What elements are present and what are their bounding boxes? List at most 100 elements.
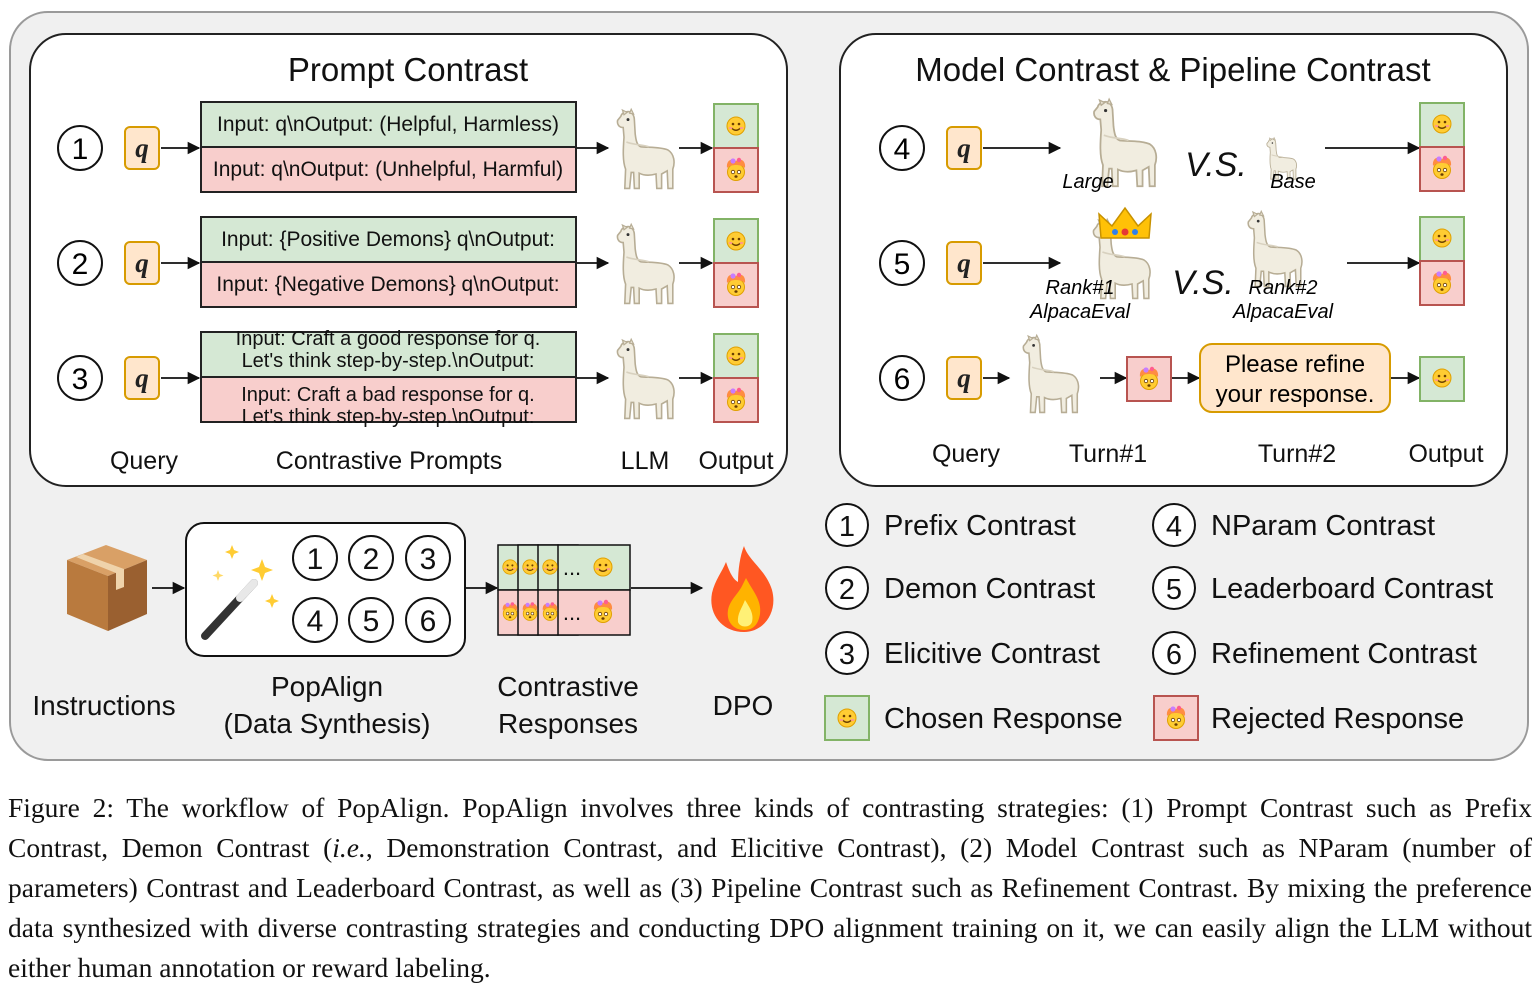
number-badge-5: [879, 240, 925, 286]
fire-icon: [711, 546, 774, 632]
svg-text:Large: Large: [1062, 171, 1113, 193]
responses-label: Responses: [498, 708, 638, 739]
smiling-face-icon: [1432, 114, 1452, 134]
row-number: 3: [72, 363, 89, 396]
llm-label: LLM: [621, 447, 670, 475]
magic-wand-icon: [201, 545, 279, 640]
query-symbol: q: [135, 248, 149, 278]
negative-prompt-text: Input: q\nOutput: (Unhelpful, Harmful): [213, 158, 563, 181]
smiling-face-icon: [1432, 368, 1452, 388]
prompt-contrast-title: Prompt Contrast: [288, 51, 528, 88]
contrastive-prompts-label: Contrastive Prompts: [276, 447, 502, 475]
legend-demon-contrast: Demon Contrast: [884, 573, 1095, 605]
legend-chosen-response: Chosen Response: [884, 703, 1123, 735]
number-badge-4: [879, 125, 925, 171]
caption-tail: , Demonstration Contrast, and Elicitive …: [8, 832, 1532, 983]
output-label: Output: [1408, 440, 1483, 468]
svg-text:Rank#2: Rank#2: [1249, 277, 1318, 299]
turn1-label: Turn#1: [1069, 440, 1147, 468]
svg-text:5: 5: [894, 248, 911, 281]
query-box: [946, 126, 982, 170]
caption-lead: Figure 2: The workflow of PopAlign. PopA…: [8, 792, 1532, 863]
positive-prompt-text: Input: Craft a good response for q.: [236, 328, 541, 350]
legend-leaderboard-contrast: Leaderboard Contrast: [1211, 573, 1493, 605]
svg-text:q: q: [957, 363, 971, 393]
legend-refinement-contrast: Refinement Contrast: [1211, 638, 1477, 670]
svg-text:5: 5: [363, 605, 380, 638]
prompt-contrast-labels: Query Contrastive Prompts LLM Output: [110, 447, 774, 475]
caption-ie: i.e.: [332, 832, 366, 863]
svg-text:2: 2: [363, 543, 380, 576]
negative-prompt-box: [200, 146, 577, 193]
number-badge-2: [57, 240, 103, 286]
negative-prompt-text: Input: Craft a bad response for q.: [241, 384, 535, 406]
contrastive-label: Contrastive: [497, 671, 639, 702]
svg-text:4: 4: [307, 605, 324, 638]
output-label: Output: [698, 447, 773, 475]
query-symbol: q: [135, 133, 149, 163]
svg-text:Base: Base: [1270, 171, 1316, 193]
svg-text:3: 3: [420, 543, 437, 576]
svg-text:5: 5: [1166, 574, 1182, 606]
vs-label: V.S.: [1185, 146, 1247, 184]
legend-elicitive-contrast: Elicitive Contrast: [884, 638, 1100, 670]
smiling-face-icon: [1432, 228, 1452, 248]
refine-prompt-box: [1199, 343, 1391, 413]
svg-text:Please refine: Please refine: [1225, 351, 1365, 378]
negative-prompt-text: Let's think step-by-step.\nOutput:: [242, 406, 535, 428]
legend-nparam-contrast: NParam Contrast: [1211, 510, 1435, 542]
smiling-face-icon: [593, 557, 613, 577]
svg-text:...: ...: [563, 600, 581, 625]
query-box: [946, 241, 982, 285]
negative-prompt-box: [200, 376, 577, 423]
svg-text:q: q: [957, 248, 971, 278]
figure-caption: Figure 2: The workflow of PopAlign. PopA…: [8, 788, 1532, 988]
query-box: [946, 356, 982, 400]
svg-text:...: ...: [563, 555, 581, 580]
positive-prompt-box: [200, 101, 577, 148]
crown-icon: [1098, 206, 1152, 239]
svg-text:Rank#1: Rank#1: [1046, 277, 1115, 299]
svg-text:6: 6: [420, 605, 437, 638]
popalign-label: PopAlign: [271, 671, 383, 702]
model-pipeline-contrast-panel: Model Contrast & Pipeline Contrast: [839, 33, 1508, 487]
smiling-face-icon: [726, 231, 746, 251]
model-contrast-title: Model Contrast & Pipeline Contrast: [915, 51, 1430, 88]
number-badge-6: [879, 355, 925, 401]
query-symbol: q: [135, 363, 149, 393]
query-box: [124, 241, 160, 285]
package-icon: [67, 545, 147, 631]
dpo-label: DPO: [713, 690, 774, 721]
exploding-head-icon: [1166, 705, 1186, 729]
row-nparam-contrast: 4 q Large V.S. Base: [879, 98, 1465, 193]
svg-text:AlpacaEval: AlpacaEval: [1029, 301, 1131, 323]
legend-prefix-contrast: Prefix Contrast: [884, 510, 1076, 542]
row-number: 2: [72, 248, 89, 281]
negative-prompt-text: Input: {Negative Demons} q\nOutput:: [216, 273, 559, 296]
model-contrast-labels: Query Turn#1 Turn#2 Output: [932, 440, 1484, 468]
legend-rejected-response: Rejected Response: [1211, 703, 1464, 735]
legend: 1 Prefix Contrast 4 NParam Contrast 2 De…: [824, 503, 1493, 741]
negative-prompt-box: [200, 261, 577, 308]
data-synthesis-label: (Data Synthesis): [224, 708, 431, 739]
exploding-head-icon: [726, 387, 746, 411]
svg-text:6: 6: [894, 363, 911, 396]
positive-prompt-box: [200, 216, 577, 263]
contrastive-responses-stack: ... ...: [497, 544, 631, 636]
positive-prompt-text: Let's think step-by-step.\nOutput:: [242, 350, 535, 372]
svg-text:3: 3: [839, 639, 855, 671]
svg-text:1: 1: [839, 511, 855, 543]
svg-text:4: 4: [1166, 511, 1182, 543]
query-label: Query: [932, 440, 1001, 468]
row-leaderboard-contrast: 5 q Rank#1 AlpacaEval V.S. Rank#2 Alpaca…: [879, 206, 1465, 323]
exploding-head-icon: [593, 599, 613, 623]
row-number: 1: [72, 133, 89, 166]
exploding-head-icon: [1432, 155, 1452, 179]
exploding-head-icon: [1432, 270, 1452, 294]
exploding-head-icon: [1139, 366, 1159, 390]
popalign-box: [185, 522, 466, 657]
svg-text:2: 2: [839, 574, 855, 606]
